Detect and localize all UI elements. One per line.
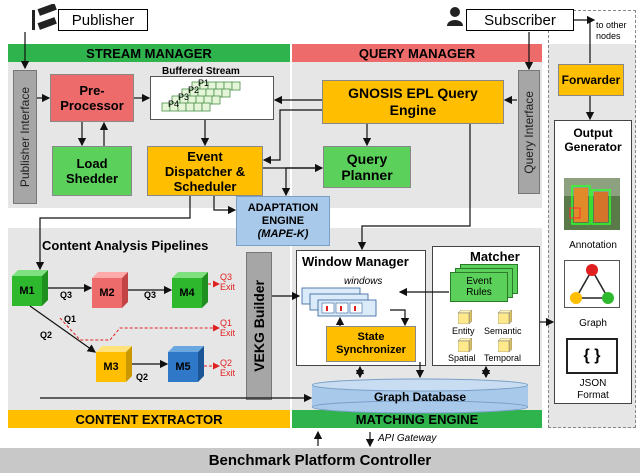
forwarder-box: Forwarder — [558, 64, 624, 96]
event-dispatcher-box: Event Dispatcher & Scheduler — [147, 146, 263, 196]
vekg-builder: VEKG Builder — [246, 252, 272, 400]
preprocessor-box: Pre-Processor — [50, 74, 134, 122]
load-shedder-box: Load Shedder — [52, 146, 132, 196]
query-interface: Query Interface — [518, 70, 540, 194]
stream-label-p2: P2 — [188, 85, 200, 95]
module-m3-label: M3 — [103, 361, 119, 373]
window-manager-title: Window Manager — [302, 254, 409, 269]
person-icon — [447, 7, 463, 26]
state-synchronizer-box: State Synchronizer — [326, 326, 416, 362]
stream-label-p3: P3 — [178, 92, 190, 102]
query-manager-header: QUERY MANAGER — [292, 44, 542, 62]
adaptation-engine-subtitle: (MAPE-K) — [257, 228, 309, 240]
rule-label-semantic: Semantic — [484, 326, 522, 336]
rule-cube-entity — [458, 310, 472, 324]
graph-triangle-icon — [564, 260, 620, 308]
module-m2 — [92, 272, 128, 308]
to-other-nodes-label: to other nodes — [596, 20, 627, 41]
content-extractor-header: CONTENT EXTRACTOR — [8, 410, 290, 428]
exit-q2: Q2 Exit — [220, 358, 236, 378]
query-planner-box: Query Planner — [323, 146, 411, 188]
stream-label-p1: P1 — [198, 78, 210, 88]
stream-manager-header: STREAM MANAGER — [8, 44, 290, 62]
json-braces-icon: { } — [566, 338, 618, 374]
module-m1 — [12, 270, 48, 306]
exit-q1: Q1 Exit — [220, 318, 236, 338]
module-m4-label: M4 — [179, 287, 195, 299]
rule-label-spatial: Spatial — [448, 353, 476, 363]
benchmark-controller-bar: Benchmark Platform Controller — [0, 448, 640, 473]
edge-label-m1-m3-q2: Q2 — [40, 330, 53, 340]
pipelines-title: Content Analysis Pipelines — [42, 238, 209, 253]
subscriber-box: Subscriber — [466, 9, 574, 31]
matching-engine-header: MATCHING ENGINE — [292, 410, 542, 428]
buffered-stream-frames — [161, 81, 241, 112]
matcher-title: Matcher — [470, 249, 520, 264]
edge-label-m1-m2: Q3 — [60, 290, 73, 300]
rule-label-entity: Entity — [452, 326, 475, 336]
rule-cube-semantic — [498, 310, 512, 324]
graph-database-cylinder — [312, 378, 528, 414]
output-label-graph: Graph — [579, 318, 607, 329]
output-label-annotation: Annotation — [569, 240, 617, 251]
output-panel-border — [548, 10, 636, 428]
windows-label: windows — [344, 276, 383, 287]
module-m1-label: M1 — [19, 285, 35, 297]
edge-label-m1-m3-q1: Q1 — [64, 314, 77, 324]
annotation-image — [564, 178, 620, 230]
module-m4 — [172, 272, 208, 308]
edge-label-m2-m4: Q3 — [144, 290, 157, 300]
rule-cube-temporal — [498, 338, 512, 352]
graph-database-label: Graph Database — [373, 390, 467, 404]
module-m3 — [96, 346, 132, 382]
module-m2-label: M2 — [99, 287, 115, 299]
api-gateway-label: API Gateway — [378, 433, 437, 444]
module-m5-label: M5 — [175, 361, 191, 373]
buffered-stream-label: Buffered Stream — [162, 66, 240, 77]
stream-label-p4: P4 — [168, 99, 180, 109]
adaptation-engine-title: ADAPTATION ENGINE — [247, 202, 319, 227]
module-m5 — [168, 346, 204, 382]
output-generator-title: Output Generator — [564, 126, 622, 154]
output-label-json: JSON Format — [577, 378, 609, 401]
gnosis-engine-box: GNOSIS EPL Query Engine — [322, 80, 504, 124]
adaptation-engine-box: ADAPTATION ENGINE (MAPE-K) — [236, 196, 330, 246]
publisher-interface: Publisher Interface — [13, 70, 37, 204]
rule-cube-spatial — [458, 338, 472, 352]
edge-label-m3-m5: Q2 — [136, 372, 149, 382]
event-rules-box: Event Rules — [450, 272, 508, 302]
camera-icon — [32, 4, 57, 30]
windows-stack — [301, 287, 377, 317]
exit-q3: Q3 Exit — [220, 272, 236, 292]
rule-label-temporal: Temporal — [484, 353, 522, 363]
publisher-box: Publisher — [58, 9, 148, 31]
